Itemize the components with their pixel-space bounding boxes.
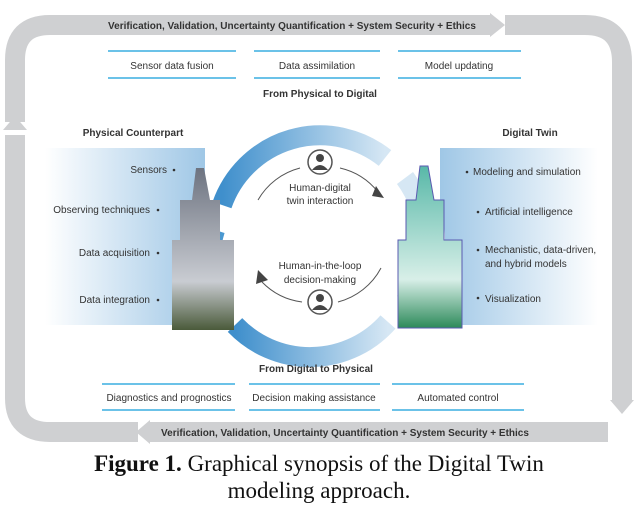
loop-arrow-icon — [490, 13, 505, 37]
physical-building-image — [172, 168, 234, 330]
center-top-line1: Human-digital — [289, 183, 351, 194]
top-box-lines — [108, 50, 521, 79]
physical-item: Data acquisition — [79, 248, 150, 259]
bottom-box-automated: Automated control — [417, 393, 498, 404]
physical-item: Observing techniques — [53, 205, 150, 216]
caption-label: Figure 1. — [94, 451, 182, 476]
from-digital-label: From Digital to Physical — [259, 364, 373, 375]
bottom-box-decision: Decision making assistance — [252, 393, 376, 404]
loop-arrow-icon — [610, 400, 634, 414]
physical-item: Data integration — [79, 295, 150, 306]
figure-caption: Figure 1. Graphical synopsis of the Digi… — [0, 450, 638, 477]
physical-item: Sensors — [130, 165, 167, 176]
from-physical-label: From Physical to Digital — [263, 89, 377, 100]
loop-bottom-label: Verification, Validation, Uncertainty Qu… — [161, 428, 529, 439]
top-box-model-updating: Model updating — [425, 61, 493, 72]
arc-digital-to-physical — [227, 315, 396, 368]
physical-title: Physical Counterpart — [83, 128, 184, 139]
bullet-icons — [156, 168, 480, 302]
digital-item: Modeling and simulation — [473, 167, 581, 178]
person-icon — [307, 149, 333, 175]
digital-title: Digital Twin — [502, 128, 557, 139]
loop-arrow-icon — [3, 116, 27, 130]
top-box-data-assimilation: Data assimilation — [279, 61, 355, 72]
digital-item: Visualization — [485, 294, 541, 305]
digital-item: and hybrid models — [485, 259, 567, 270]
digital-item: Mechanistic, data-driven, — [485, 245, 596, 256]
bottom-box-lines — [102, 383, 524, 411]
bottom-box-diagnostics: Diagnostics and prognostics — [106, 393, 231, 404]
arc-physical-to-digital — [212, 125, 392, 209]
loop-top-label: Verification, Validation, Uncertainty Qu… — [108, 21, 476, 32]
center-bottom-line2: decision-making — [284, 275, 356, 286]
vvuq-loop — [5, 15, 632, 442]
digital-item: Artificial intelligence — [485, 207, 573, 218]
arrow-icon — [261, 281, 303, 303]
top-box-sensor-fusion: Sensor data fusion — [130, 61, 213, 72]
digital-building-image — [397, 165, 463, 329]
loop-arrow-icon — [136, 420, 150, 444]
caption-text-line1: Graphical synopsis of the Digital Twin — [181, 451, 544, 476]
person-icon — [307, 289, 333, 315]
center-bottom-line1: Human-in-the-loop — [279, 261, 362, 272]
center-top-line2: twin interaction — [287, 196, 354, 207]
digital-panel — [440, 148, 598, 325]
caption-text-line2: modeling approach. — [227, 478, 411, 503]
